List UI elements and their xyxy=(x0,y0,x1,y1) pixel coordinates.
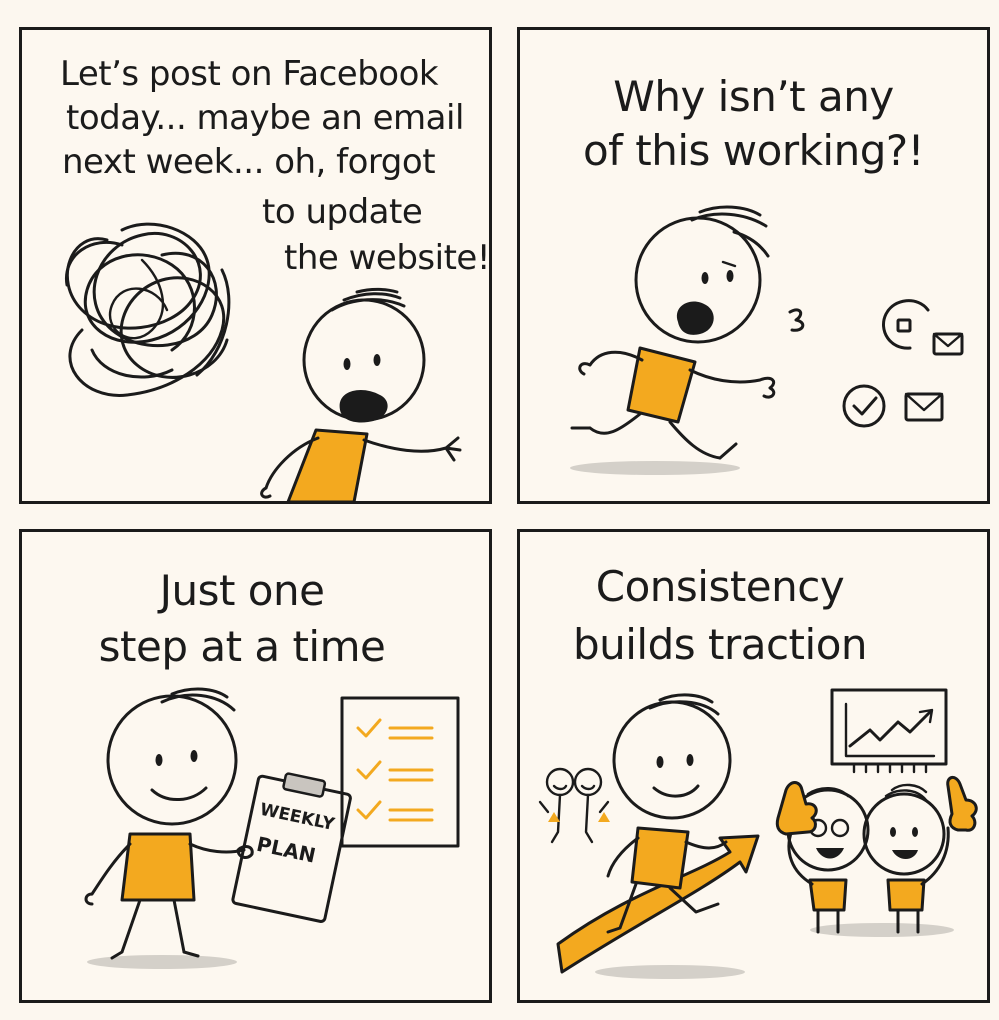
clipboard-line-2: PLAN xyxy=(254,832,317,868)
panel-3-caption-line-2: step at a time xyxy=(98,622,386,671)
tangled-scribble-icon xyxy=(65,222,231,397)
panel-chaos-art xyxy=(22,30,489,501)
panel-2-caption-line-1: Why isn’t any xyxy=(613,72,894,121)
panel-1-caption-line-1: Let’s post on Facebook xyxy=(60,54,439,94)
ground-shadow xyxy=(570,461,740,475)
panel-4-caption-line-1: Consistency xyxy=(595,562,845,611)
checklist-board-icon xyxy=(340,696,460,848)
panel-planning-art: WEEKLY PLAN xyxy=(22,532,489,1000)
smiling-stick-figure-icon xyxy=(84,687,246,960)
clipboard-line-1: WEEKLY xyxy=(258,800,337,835)
panel-chaos: Let’s post on Facebook today... maybe an… xyxy=(19,27,492,504)
stressed-stick-figure-icon xyxy=(260,287,462,501)
check-circle-icon xyxy=(842,384,886,428)
envelope-icon xyxy=(904,392,944,422)
envelope-icon xyxy=(932,332,964,356)
panel-1-caption-line-2: today... maybe an email xyxy=(66,98,464,138)
panel-1-caption-line-4: to update xyxy=(262,192,423,232)
panel-frustration-art xyxy=(520,30,987,501)
panel-2-caption-line-2: of this working?! xyxy=(582,126,925,175)
clipboard-icon: WEEKLY PLAN xyxy=(231,772,352,923)
panel-traction-art xyxy=(520,532,987,1000)
at-sign-icon xyxy=(882,299,930,350)
running-stick-figure-icon xyxy=(570,205,805,460)
panel-traction: Consistency builds traction xyxy=(517,529,990,1003)
ground-shadow xyxy=(595,965,745,979)
running-stick-figure-icon xyxy=(606,693,732,934)
growth-chart-board-icon xyxy=(830,688,948,774)
panel-1-caption-line-3: next week... oh, forgot xyxy=(62,142,436,182)
panel-1-caption-line-5: the website! xyxy=(284,238,490,278)
panel-planning: WEEKLY PLAN Just one step at a time xyxy=(19,529,492,1003)
panel-4-caption-line-2: builds traction xyxy=(572,620,868,669)
panel-3-caption-line-1: Just one xyxy=(159,566,325,615)
ground-shadow xyxy=(810,923,954,937)
small-cheering-crowd-icon xyxy=(538,767,610,844)
scattered-icons xyxy=(842,299,964,428)
ground-shadow xyxy=(87,955,237,969)
cheering-friends-icon xyxy=(775,776,978,934)
panel-frustration: Why isn’t any of this working?! xyxy=(517,27,990,504)
